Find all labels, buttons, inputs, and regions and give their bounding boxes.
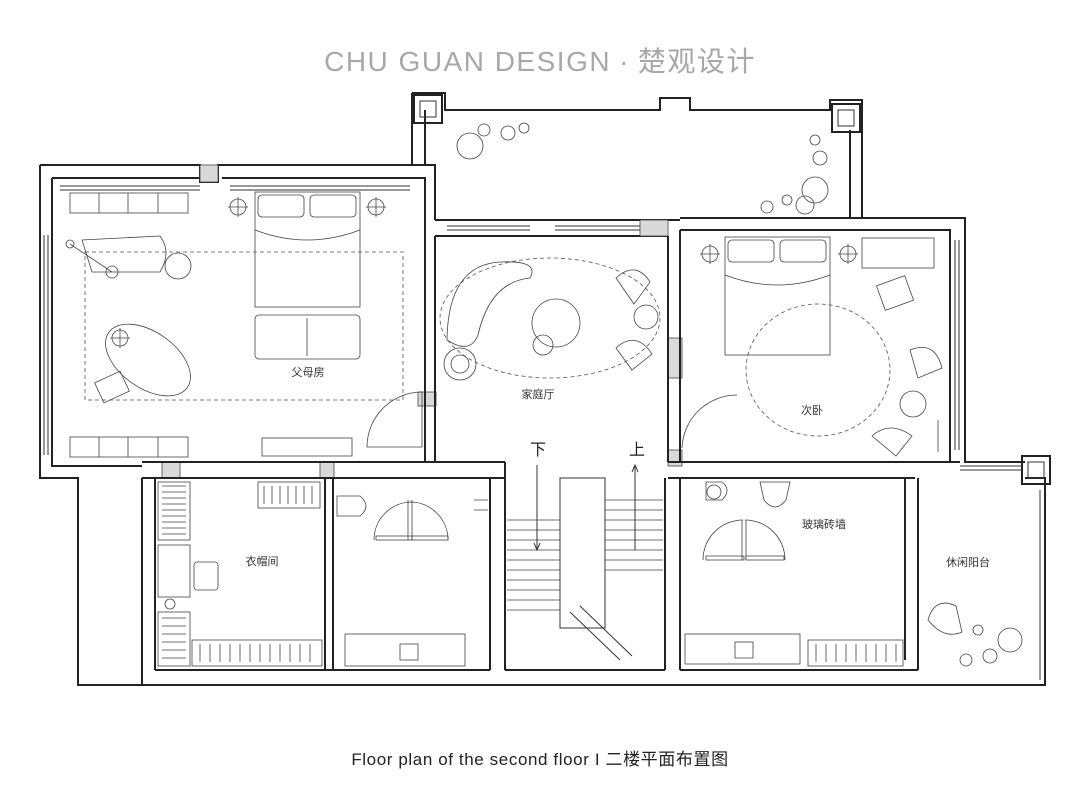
room-label-cloakroom: 衣帽间 (246, 554, 279, 568)
caption-divider: I (594, 750, 601, 769)
left-bathroom (336, 495, 488, 667)
second-bedroom (700, 236, 943, 457)
parents-bedroom (65, 191, 423, 458)
brand-name: CHU GUAN DESIGN (324, 46, 612, 77)
right-bathroom (684, 481, 904, 667)
caption-chinese: 二楼平面布置图 (605, 750, 729, 769)
staircase (507, 463, 663, 661)
windows (43, 185, 1041, 680)
cloakroom (157, 481, 323, 667)
room-label-parents-bedroom: 父母房 (292, 366, 325, 379)
stair-label-down: 下 (530, 440, 546, 459)
stair-label-up: 上 (629, 440, 645, 459)
brand-name-cn: 楚观设计 (637, 46, 756, 77)
brand-separator: · (619, 46, 630, 77)
room-label-second-bedroom: 次卧 (801, 403, 823, 417)
interior-walls (141, 230, 960, 685)
balcony-plants-top (456, 122, 829, 215)
caption-english: Floor plan of the second floor (351, 750, 590, 769)
header: CHU GUAN DESIGN·楚观设计 (0, 40, 1080, 80)
family-room (439, 257, 738, 449)
room-label-leisure-balcony: 休闲阳台 (946, 555, 990, 569)
room-label-glass-brick-wall: 玻璃砖墙 (802, 517, 846, 531)
leisure-balcony (927, 602, 1023, 667)
columns (161, 94, 1051, 485)
plan-caption: Floor plan of the second floor I 二楼平面布置图 (0, 745, 1080, 770)
outer-walls (39, 92, 1046, 686)
room-label-family-room: 家庭厅 (522, 387, 555, 401)
